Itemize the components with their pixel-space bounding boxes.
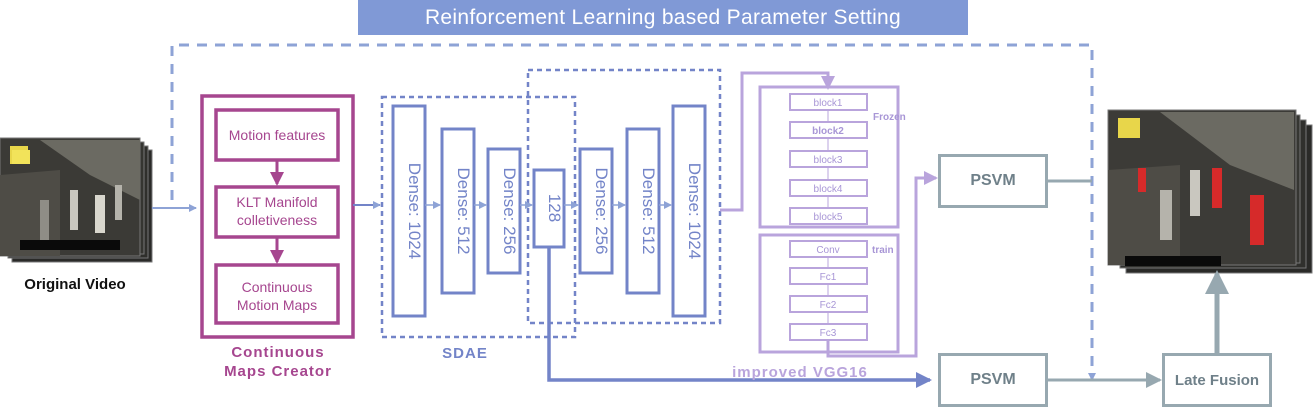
maps-creator-caption-1: Continuous (231, 344, 324, 361)
late-fusion-box: Late Fusion (1162, 353, 1272, 407)
vgg-fc1-label: Fc1 (820, 272, 837, 283)
step-klt-line2: colletiveness (237, 212, 317, 228)
vgg-fc3-label: Fc3 (820, 328, 837, 339)
vgg-block-1-label: block1 (814, 98, 843, 109)
sdae-layer-7-label: Dense: 1024 (685, 163, 704, 259)
continuous-motion-maps-box (214, 263, 340, 325)
output-video-thumbnail (1107, 109, 1313, 274)
sdae-layer-3-label: Dense: 256 (500, 168, 519, 255)
sdae-decoder-dashed (526, 68, 722, 325)
sdae-layer-6-label: Dense: 512 (639, 168, 658, 255)
rl-loop-dashed (170, 43, 1096, 381)
psvm-top-box: PSVM (938, 154, 1048, 208)
sdae-layer-3 (486, 147, 522, 275)
sdae-layer-6 (625, 127, 661, 295)
sdae-layer-5 (578, 147, 614, 275)
sdae-layer-2-label: Dense: 512 (454, 168, 473, 255)
vgg-block-5-label: block5 (814, 212, 843, 223)
step-cmm-line1: Continuous (242, 279, 313, 295)
bottleneck-to-psvm-arrow (547, 247, 932, 388)
psvm-bottom-label: PSVM (970, 371, 1016, 388)
vgg-block-3-label: block3 (814, 155, 843, 166)
vgg-frozen-frame (758, 85, 900, 229)
sdae-layer-2 (440, 127, 476, 295)
original-video-thumbnail (0, 137, 153, 263)
sdae-layer-1 (391, 104, 427, 318)
step-cmm-line2: Motion Maps (237, 297, 317, 313)
vgg-conv-label: Conv (816, 245, 839, 256)
sdae-layer-7 (671, 104, 707, 318)
sdae-layer-5-label: Dense: 256 (592, 168, 611, 255)
vgg-train-label: train (872, 245, 894, 256)
vgg-block-5 (789, 207, 868, 225)
title-banner (358, 0, 968, 35)
title-banner-text: Reinforcement Learning based Parameter S… (424, 6, 902, 29)
vgg-block-4-label: block4 (814, 184, 843, 195)
vgg-caption: improved VGG16 (732, 364, 868, 381)
maps-creator-caption-2: Maps Creator (224, 363, 332, 380)
step-motion-features: Motion features (229, 127, 326, 143)
step-klt-line1: KLT Manifold (236, 194, 317, 210)
input-label: Original Video (24, 276, 126, 293)
vgg-fc2-label: Fc2 (820, 300, 837, 311)
late-fusion-label: Late Fusion (1174, 371, 1260, 389)
maps-creator-frame (200, 94, 355, 339)
sdae-layer-4-label: 128 (545, 194, 564, 222)
psvm-bottom-box: PSVM (938, 353, 1048, 407)
sdae-layer-1-label: Dense: 1024 (405, 163, 424, 259)
sdae-caption: SDAE (442, 345, 488, 362)
psvm-top-label: PSVM (970, 172, 1016, 189)
vgg-frozen-label: Frozen (873, 112, 906, 123)
vgg-to-psvm-arrow (826, 171, 938, 358)
sdae-to-vgg-arrow (720, 71, 835, 212)
vgg-block-2-label: block2 (812, 126, 844, 137)
